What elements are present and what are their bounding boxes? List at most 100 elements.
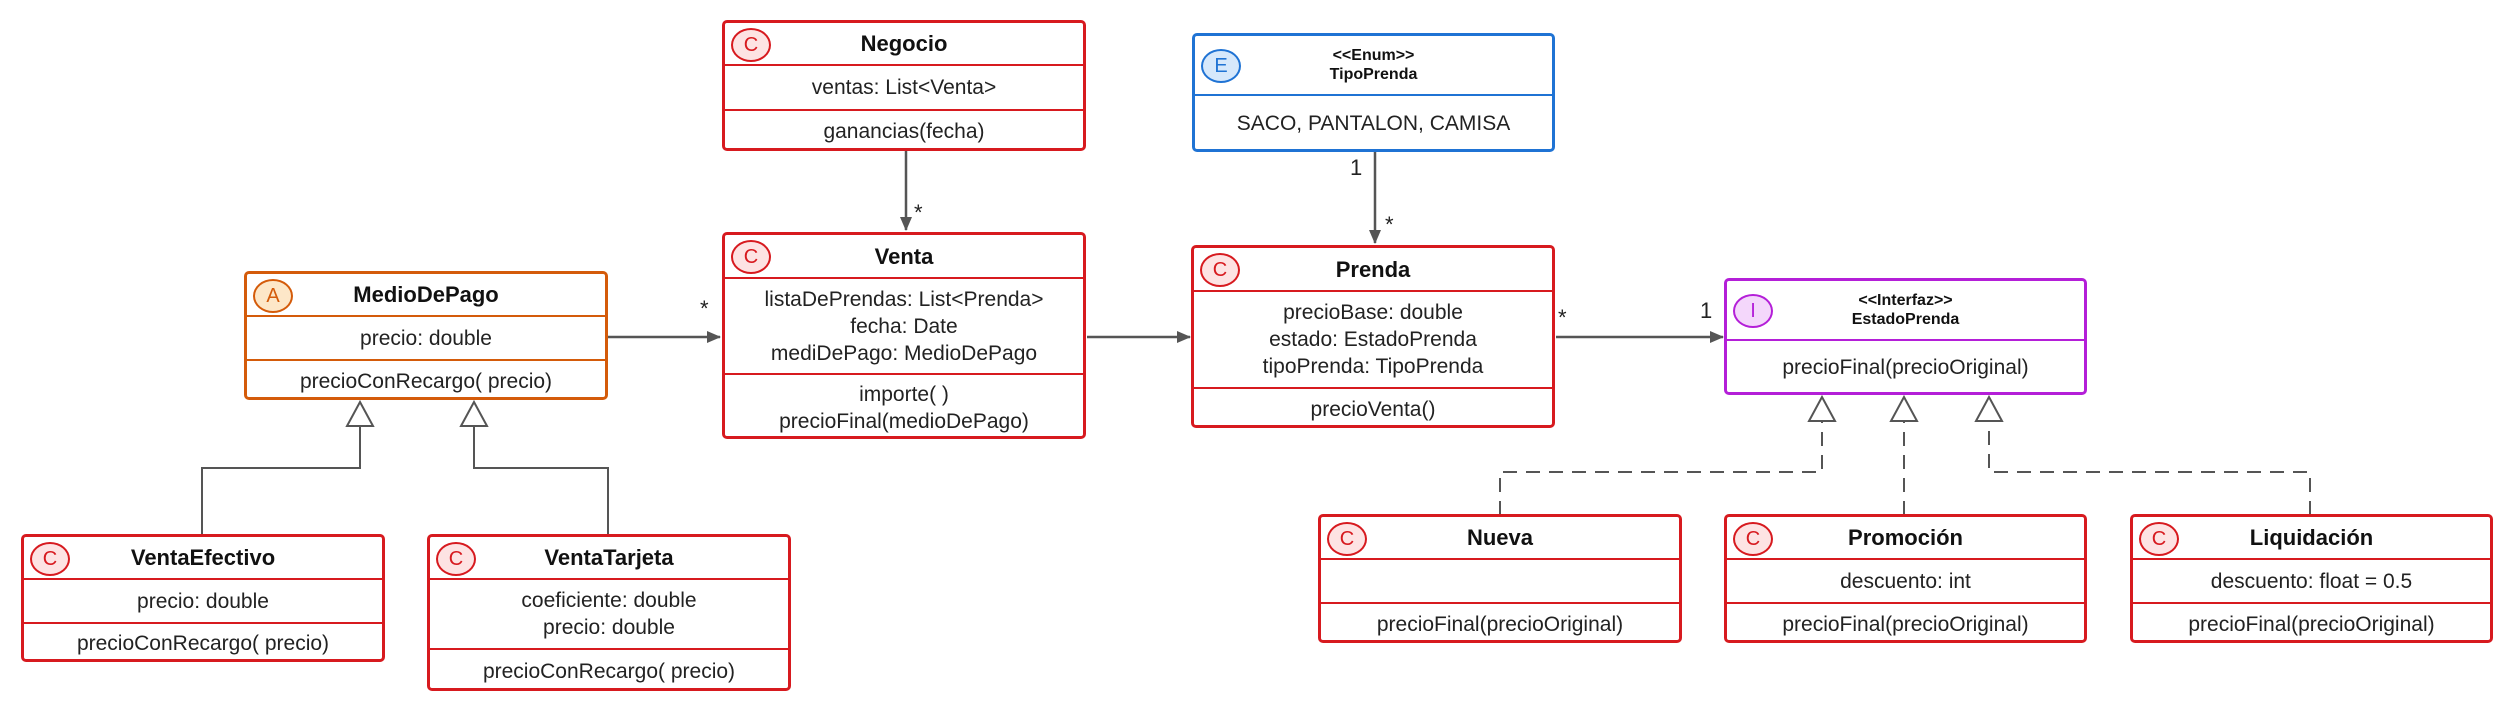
attribute: listaDePrendas: List<Prenda> [764,287,1044,311]
stereotype: <<Interfaz>> [1858,292,1953,309]
class-attributes: ventas: List<Venta> [725,66,1083,111]
inherit-triangle-2 [459,399,489,427]
method: precioConRecargo( precio) [299,369,553,393]
class-icon: C [1327,522,1367,556]
class-mediodepago-header: A MedioDePago [247,274,605,317]
class-methods: precioFinal(precioOriginal) [1321,604,1679,644]
realize-triangle-1 [1807,394,1837,422]
method: precioConRecargo( precio) [482,659,736,683]
class-prenda[interactable]: C Prenda precioBase: double estado: Esta… [1191,245,1555,428]
abstract-icon: A [253,279,293,313]
mult-estado-side: 1 [1700,298,1713,323]
class-attributes: descuento: float = 0.5 [2133,560,2490,604]
class-name: VentaTarjeta [544,545,674,570]
class-mediodepago[interactable]: A MedioDePago precio: double precioConRe… [244,271,608,400]
class-methods: importe( ) precioFinal(medioDePago) [725,375,1083,441]
enum-tipoprenda[interactable]: E <<Enum>> TipoPrenda SACO, PANTALON, CA… [1192,33,1555,152]
class-attributes: coeficiente: double precio: double [430,580,788,650]
enum-values: SACO, PANTALON, CAMISA [1195,96,1552,151]
method: precioFinal(medioDePago) [779,410,1029,433]
realize-triangle-2 [1889,394,1919,422]
class-icon: C [731,240,771,274]
inherit-triangle-1 [345,399,375,427]
class-name: Negocio [860,31,948,56]
inherit-ventaefectivo [201,426,361,535]
class-icon: C [30,542,70,576]
method: ganancias(fecha) [823,120,985,143]
mult-mediodepago-venta: * [700,296,709,321]
method: precioFinal(precioOriginal) [1782,612,2029,636]
enum-tipoprenda-header: E <<Enum>> TipoPrenda [1195,36,1552,96]
class-icon: C [1200,253,1240,287]
class-name: Venta [874,243,934,269]
class-attributes: descuento: int [1727,560,2084,604]
class-nueva-header: C Nueva [1321,517,1679,560]
method: importe( ) [859,383,949,406]
interface-icon: I [1733,294,1773,328]
interface-estadoprenda[interactable]: I <<Interfaz>> EstadoPrenda precioFinal(… [1724,278,2087,395]
interface-methods: precioFinal(precioOriginal) [1727,341,2084,394]
interface-name: EstadoPrenda [1851,311,1960,328]
class-ventaefectivo-header: C VentaEfectivo [24,537,382,580]
method: precioVenta() [1310,397,1436,421]
class-icon: C [731,28,771,62]
class-methods: precioFinal(precioOriginal) [1727,604,2084,644]
class-ventaefectivo[interactable]: C VentaEfectivo precio: double precioCon… [21,534,385,662]
class-name: VentaEfectivo [130,545,276,570]
attribute: mediDePago: MedioDePago [770,341,1038,365]
attribute: coeficiente: double [521,589,697,612]
class-methods: precioVenta() [1194,389,1552,429]
class-ventatarjeta-header: C VentaTarjeta [430,537,788,580]
method: precioFinal(precioOriginal) [1376,612,1624,636]
class-liquidacion-header: C Liquidación [2133,517,2490,560]
enum-icon: E [1201,49,1241,83]
class-name: MedioDePago [353,282,499,307]
class-methods: ganancias(fecha) [725,111,1083,152]
enum-name: TipoPrenda [1329,66,1418,83]
realize-nueva [1499,421,1823,515]
class-venta[interactable]: C Venta listaDePrendas: List<Prenda> fec… [722,232,1086,439]
class-promocion[interactable]: C Promoción descuento: int precioFinal(p… [1724,514,2087,643]
class-methods: precioConRecargo( precio) [430,650,788,692]
class-negocio[interactable]: C Negocio ventas: List<Venta> ganancias(… [722,20,1086,151]
class-nueva[interactable]: C Nueva precioFinal(precioOriginal) [1318,514,1682,643]
class-attributes [1321,560,1679,604]
attribute: estado: EstadoPrenda [1269,328,1477,351]
method: precioFinal(precioOriginal) [1782,356,2029,379]
class-name: Liquidación [2249,525,2374,550]
enum-literals: SACO, PANTALON, CAMISA [1236,112,1511,135]
method: precioConRecargo( precio) [76,632,330,655]
class-icon: C [1733,522,1773,556]
realize-liquidacion [1988,421,2311,515]
attribute: precioBase: double [1283,301,1463,324]
class-prenda-header: C Prenda [1194,248,1552,292]
class-attributes: precio: double [24,580,382,624]
attribute: precio: double [543,616,675,639]
class-methods: precioConRecargo( precio) [247,361,605,401]
attribute: descuento: int [1840,569,1971,593]
class-attributes: precio: double [247,317,605,361]
mult-tipoprenda-side: 1 [1350,155,1363,180]
attribute: fecha: Date [850,314,958,338]
mult-prenda-side-enum: * [1385,212,1394,237]
mult-negocio-venta: * [914,200,923,225]
class-promocion-header: C Promoción [1727,517,2084,560]
class-ventatarjeta[interactable]: C VentaTarjeta coeficiente: double preci… [427,534,791,691]
class-icon: C [2139,522,2179,556]
attribute: descuento: float = 0.5 [2210,569,2413,593]
realize-triangle-3 [1974,394,2004,422]
attribute: precio: double [137,589,269,613]
class-venta-header: C Venta [725,235,1083,279]
class-name: Promoción [1848,525,1963,550]
attribute: ventas: List<Venta> [811,76,997,99]
attribute: tipoPrenda: TipoPrenda [1262,355,1484,378]
class-methods: precioFinal(precioOriginal) [2133,604,2490,644]
class-name: Prenda [1335,256,1411,282]
attribute: precio: double [360,326,492,350]
class-liquidacion[interactable]: C Liquidación descuento: float = 0.5 pre… [2130,514,2493,643]
stereotype: <<Enum>> [1332,47,1415,64]
inherit-ventatarjeta [473,426,609,535]
class-attributes: precioBase: double estado: EstadoPrenda … [1194,292,1552,389]
